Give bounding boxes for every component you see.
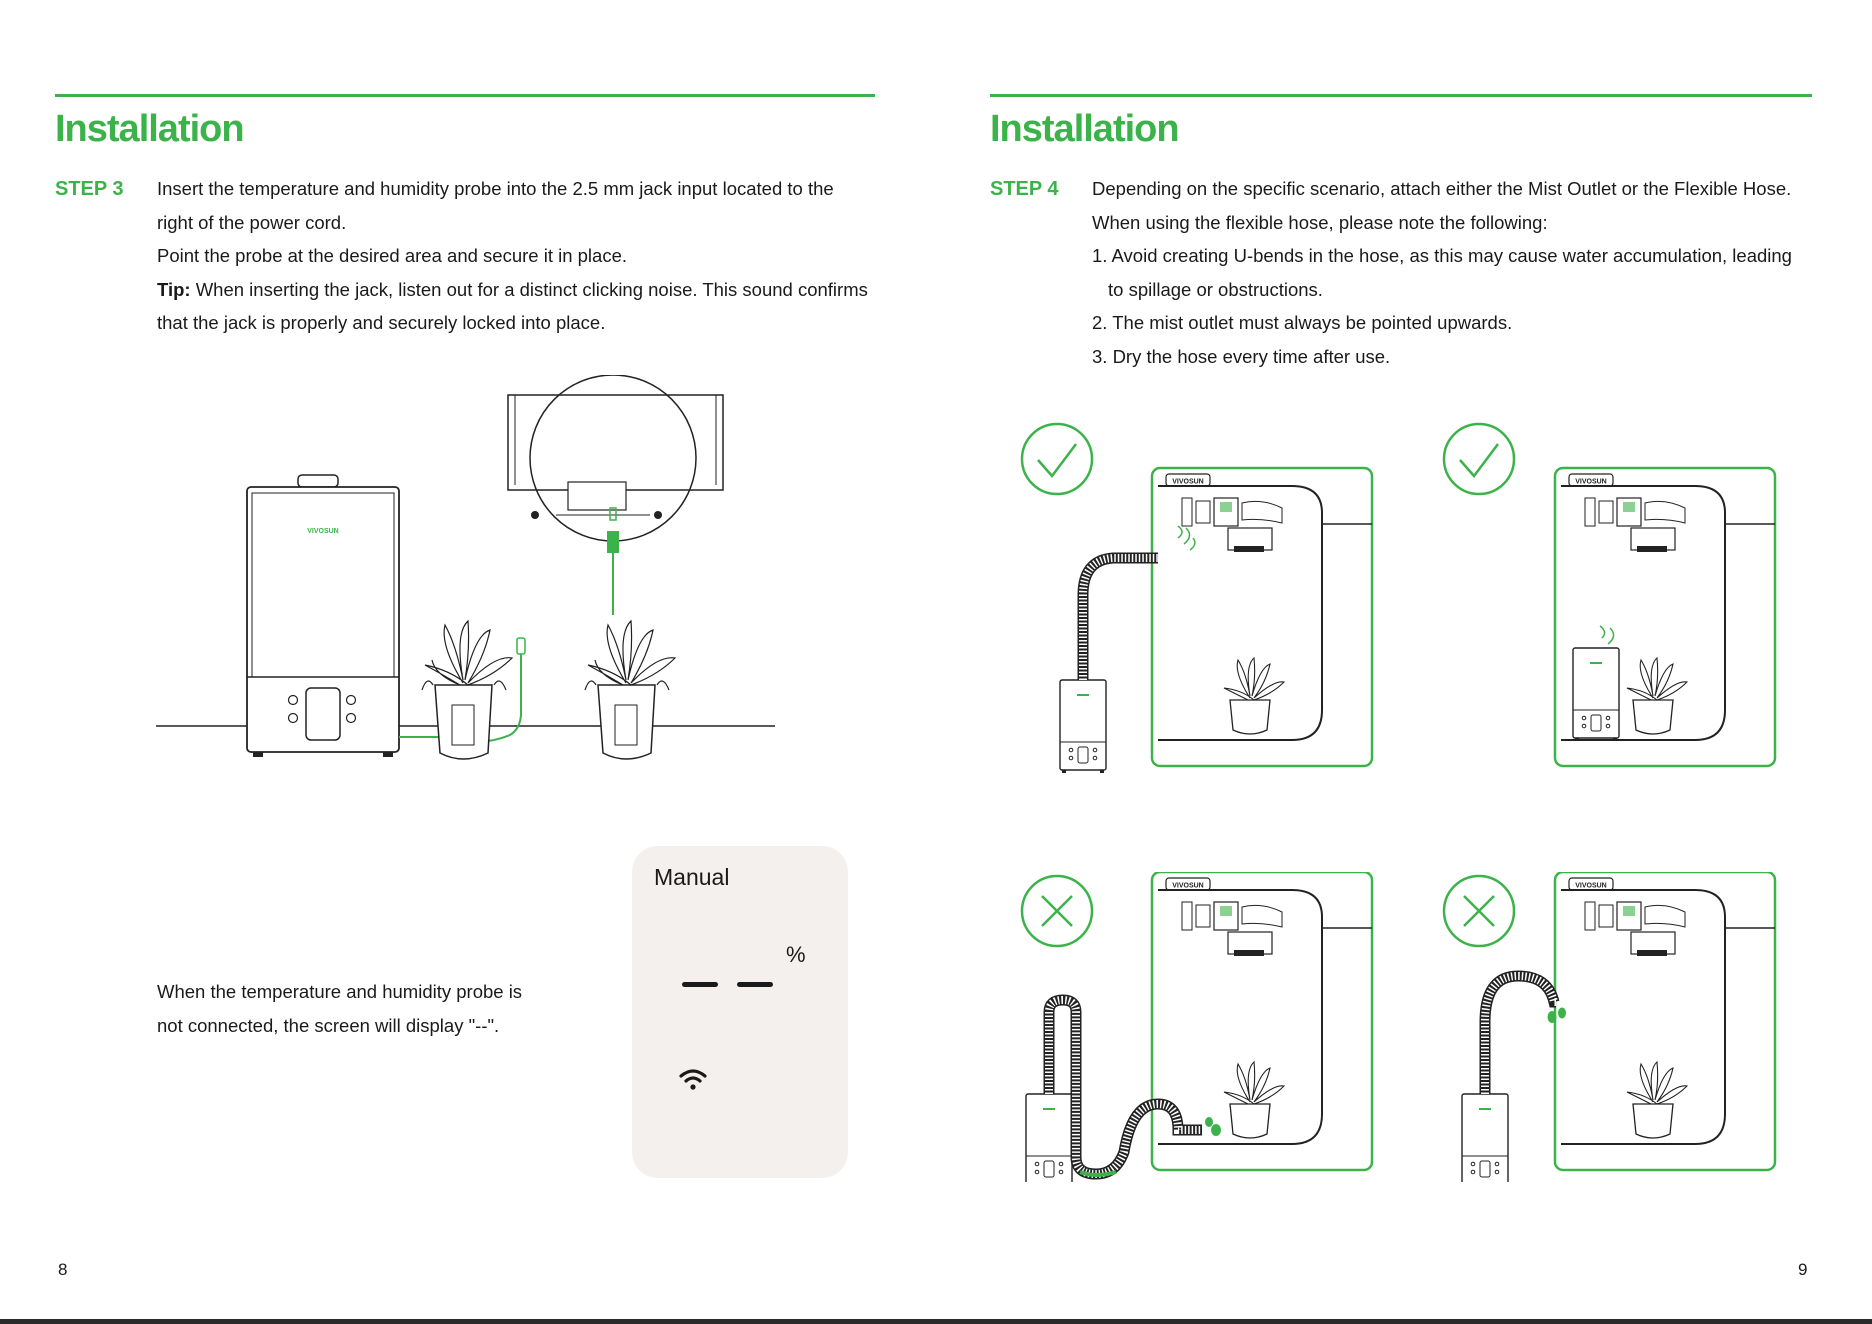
scenario-wrong-downward <box>1442 872 1777 1182</box>
left-header-rule <box>55 94 875 97</box>
step-3-line: right of the power cord. <box>157 211 347 233</box>
tip-text: When inserting the jack, listen out for … <box>190 278 868 300</box>
step-4-text: Depending on the specific scenario, atta… <box>1092 172 1822 373</box>
cross-icon <box>1442 874 1516 948</box>
step-3-text: Insert the temperature and humidity prob… <box>157 172 877 340</box>
tip-line: Tip: When inserting the jack, listen out… <box>157 273 877 307</box>
humidifier-unit: VIVOSUN <box>246 474 400 757</box>
scenario-correct-hose <box>1020 422 1374 774</box>
step-4-line: 2. The mist outlet must always be pointe… <box>1092 312 1513 333</box>
step-3-label: STEP 3 <box>55 178 124 200</box>
step-3-line: Point the probe at the desired area and … <box>157 245 627 266</box>
vivosun-logo: VIVOSUN <box>307 528 339 535</box>
plant-pot-2 <box>584 619 677 760</box>
step-4-line: 3. Dry the hose every time after use. <box>1092 345 1391 367</box>
display-reading <box>682 982 773 987</box>
probe-note-line: When the temperature and humidity probe … <box>157 981 523 1002</box>
step-3-illustration: VIVOSUN <box>156 375 775 760</box>
right-page-number: 9 <box>1798 1260 1808 1279</box>
humidifier-display-panel: Manual % <box>632 846 848 1178</box>
right-header-rule <box>990 94 1812 97</box>
step-4-line: to spillage or obstructions. <box>1108 278 1323 300</box>
bottom-border <box>0 1319 1872 1324</box>
step-4-label: STEP 4 <box>990 178 1059 200</box>
tip-line-2: that the jack is properly and securely l… <box>157 312 606 333</box>
check-icon <box>1442 422 1516 496</box>
probe-note-line: not connected, the screen will display "… <box>157 1014 500 1036</box>
display-mode-label: Manual <box>654 864 730 890</box>
step-4-line: When using the flexible hose, please not… <box>1092 211 1548 233</box>
scenario-wrong-ubend <box>1020 872 1374 1182</box>
probe-note: When the temperature and humidity probe … <box>157 975 577 1042</box>
jack-detail-magnifier <box>507 375 724 615</box>
step-4-line: 1. Avoid creating U-bends in the hose, a… <box>1092 245 1792 266</box>
step-4-line: Depending on the specific scenario, atta… <box>1092 178 1792 199</box>
step-3-line: Insert the temperature and humidity prob… <box>157 178 834 199</box>
wifi-icon <box>679 1069 707 1090</box>
plant-pot-1 <box>421 619 514 760</box>
left-page-title: Installation <box>55 108 245 150</box>
tip-label: Tip: <box>157 278 191 300</box>
right-page-title: Installation <box>990 108 1180 150</box>
scenario-correct-outlet <box>1442 422 1777 768</box>
left-page-number: 8 <box>58 1260 68 1279</box>
display-unit: % <box>786 942 806 967</box>
check-icon <box>1020 422 1094 496</box>
cross-icon <box>1020 874 1094 948</box>
